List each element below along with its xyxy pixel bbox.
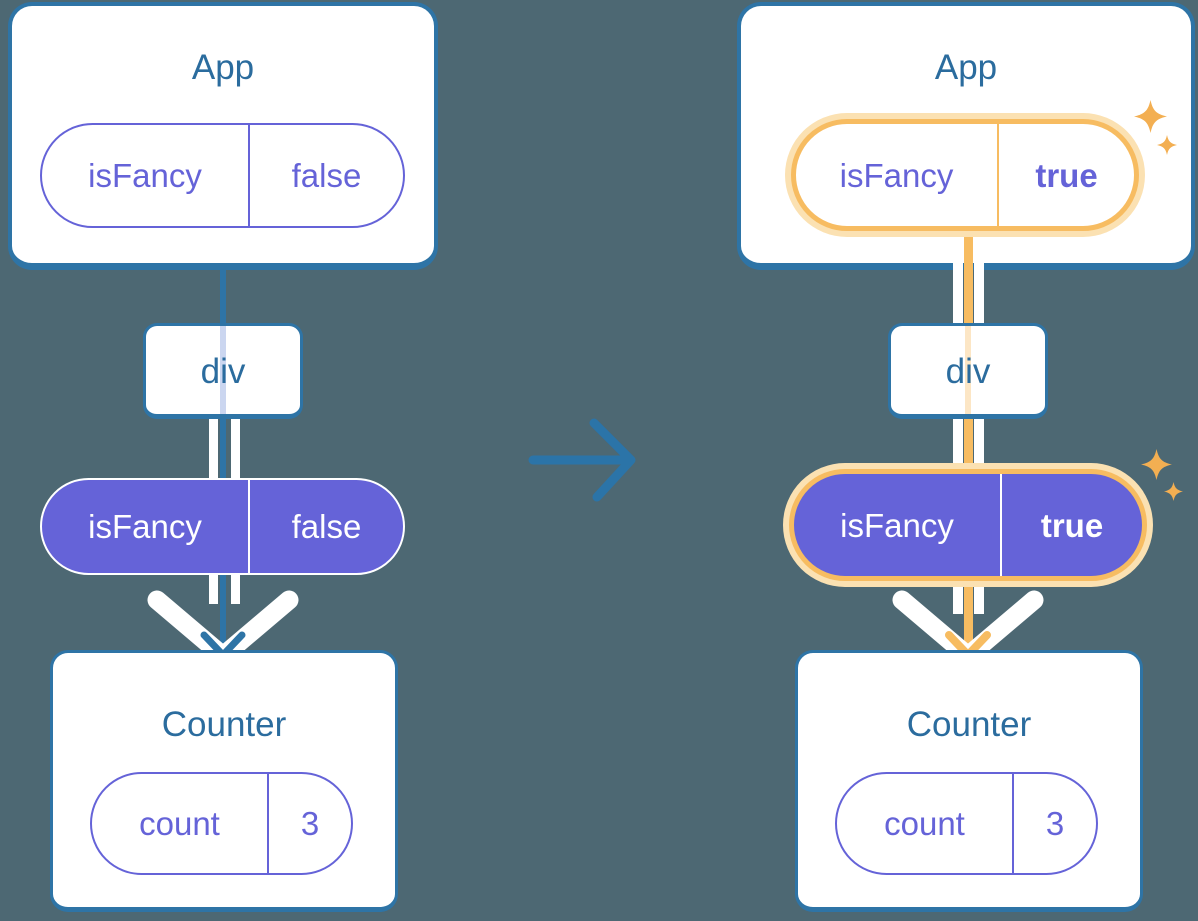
state-value: true (997, 124, 1134, 226)
prop-value: true (1000, 474, 1142, 576)
counter-state-pill: count 3 (835, 772, 1098, 875)
sparkle-icon (1164, 482, 1183, 501)
prop-flow-line (964, 419, 973, 467)
prop-flow-line (964, 587, 973, 652)
state-value: 3 (1012, 774, 1096, 873)
prop-name: isFancy (840, 506, 954, 544)
counter-component-title: Counter (161, 705, 287, 744)
div-node-label: div (945, 352, 991, 391)
state-name: count (139, 805, 220, 842)
prop-flow-line (964, 232, 973, 323)
tree-edge-prop-counter (220, 575, 226, 652)
app-component-title: App (191, 48, 255, 87)
prop-pipe-left (209, 419, 218, 478)
prop-value: false (248, 480, 403, 573)
prop-pipe-left (953, 258, 963, 323)
passed-prop-pill-highlighted: isFancy true (783, 463, 1153, 587)
transition-arrow-icon (528, 418, 636, 502)
prop-pipe-left (953, 419, 963, 467)
prop-lane (965, 326, 971, 414)
div-node-label: div (200, 352, 246, 391)
sparkle-icon (1157, 135, 1177, 155)
state-name: isFancy (839, 156, 954, 194)
prop-pipe-left (209, 575, 218, 604)
prop-pipe-right (974, 587, 984, 614)
prop-name: isFancy (88, 508, 202, 545)
prop-pipe-right (231, 575, 240, 604)
prop-pipe-right (974, 258, 984, 323)
counter-component-title: Counter (906, 705, 1032, 744)
state-name: isFancy (88, 157, 202, 194)
prop-pipe-right (231, 419, 240, 478)
app-component-title: App (934, 48, 998, 87)
state-name: count (884, 805, 965, 842)
div-node-card: div (888, 323, 1048, 419)
counter-state-pill: count 3 (90, 772, 353, 875)
app-state-pill: isFancy false (40, 123, 405, 228)
prop-pipe-right (974, 419, 984, 467)
passed-prop-pill: isFancy false (40, 478, 405, 575)
state-value: 3 (267, 774, 351, 873)
prop-pipe-left (953, 587, 963, 614)
sparkle-icon (1134, 100, 1167, 133)
state-value: false (248, 125, 403, 226)
sparkle-icon (1141, 449, 1172, 480)
div-node-card: div (143, 323, 303, 419)
tree-edge-div-prop (220, 419, 226, 478)
app-state-pill-highlighted: isFancy true (785, 113, 1145, 237)
tree-edge-app-div (220, 270, 226, 323)
prop-lane (220, 326, 226, 414)
